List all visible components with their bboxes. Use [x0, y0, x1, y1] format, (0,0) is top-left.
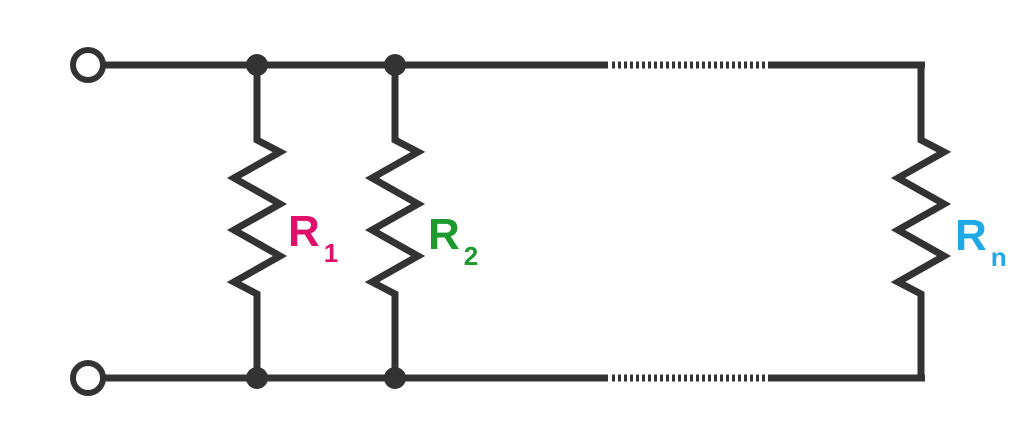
branch-r2 — [364, 65, 426, 378]
label-r1-sub: 1 — [324, 238, 338, 268]
junction-node-bottom-r1 — [246, 367, 268, 389]
junction-node-bottom-r2 — [384, 367, 406, 389]
junction-node-top-r2 — [384, 54, 406, 76]
label-rn-main: R — [955, 211, 987, 260]
label-rn-sub: n — [991, 242, 1007, 272]
label-r1: R 1 — [288, 207, 338, 268]
resistor-r2 — [364, 130, 426, 306]
resistor-rn — [890, 130, 952, 306]
label-r1-main: R — [288, 207, 320, 256]
junction-node-top-r1 — [246, 54, 268, 76]
branch-rn — [890, 62, 952, 381]
label-r2-sub: 2 — [464, 241, 478, 271]
resistor-r1 — [226, 130, 288, 306]
label-r2-main: R — [428, 210, 460, 259]
label-r2: R 2 — [428, 210, 478, 271]
input-terminal-top — [70, 47, 106, 83]
label-rn: R n — [955, 211, 1007, 272]
branch-r1 — [226, 65, 288, 378]
input-terminal-bottom — [70, 360, 106, 396]
